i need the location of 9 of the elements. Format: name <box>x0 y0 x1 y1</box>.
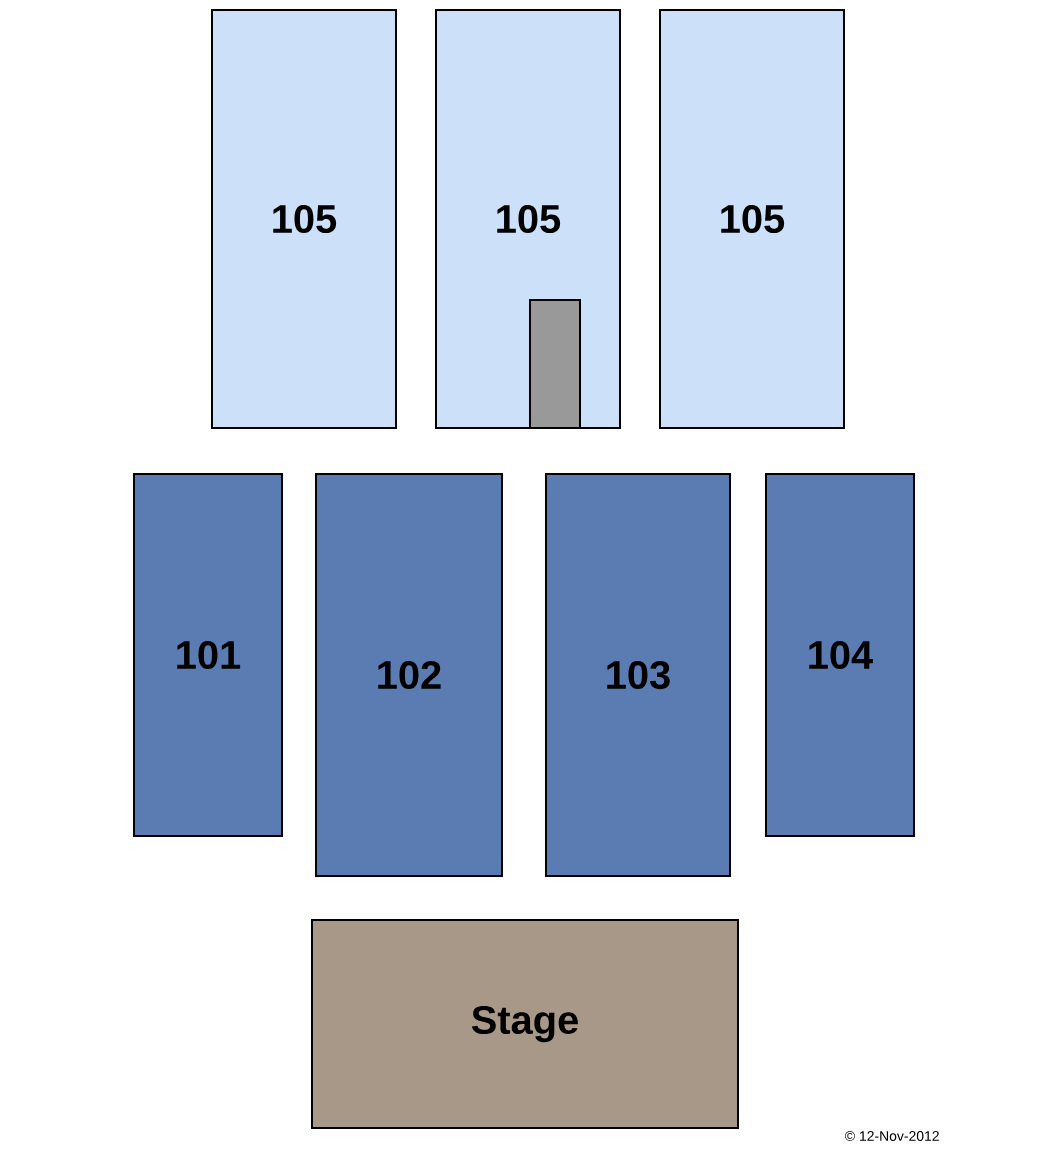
seating-section: 105 <box>659 9 845 429</box>
seating-section: 104 <box>765 473 915 837</box>
seating-section: 105 <box>435 9 621 429</box>
seating-section: 103 <box>545 473 731 877</box>
stage-box: Stage <box>311 919 739 1129</box>
pillar-box <box>529 299 581 429</box>
seating-section: 102 <box>315 473 503 877</box>
seating-section: 105 <box>211 9 397 429</box>
seating-section: 101 <box>133 473 283 837</box>
